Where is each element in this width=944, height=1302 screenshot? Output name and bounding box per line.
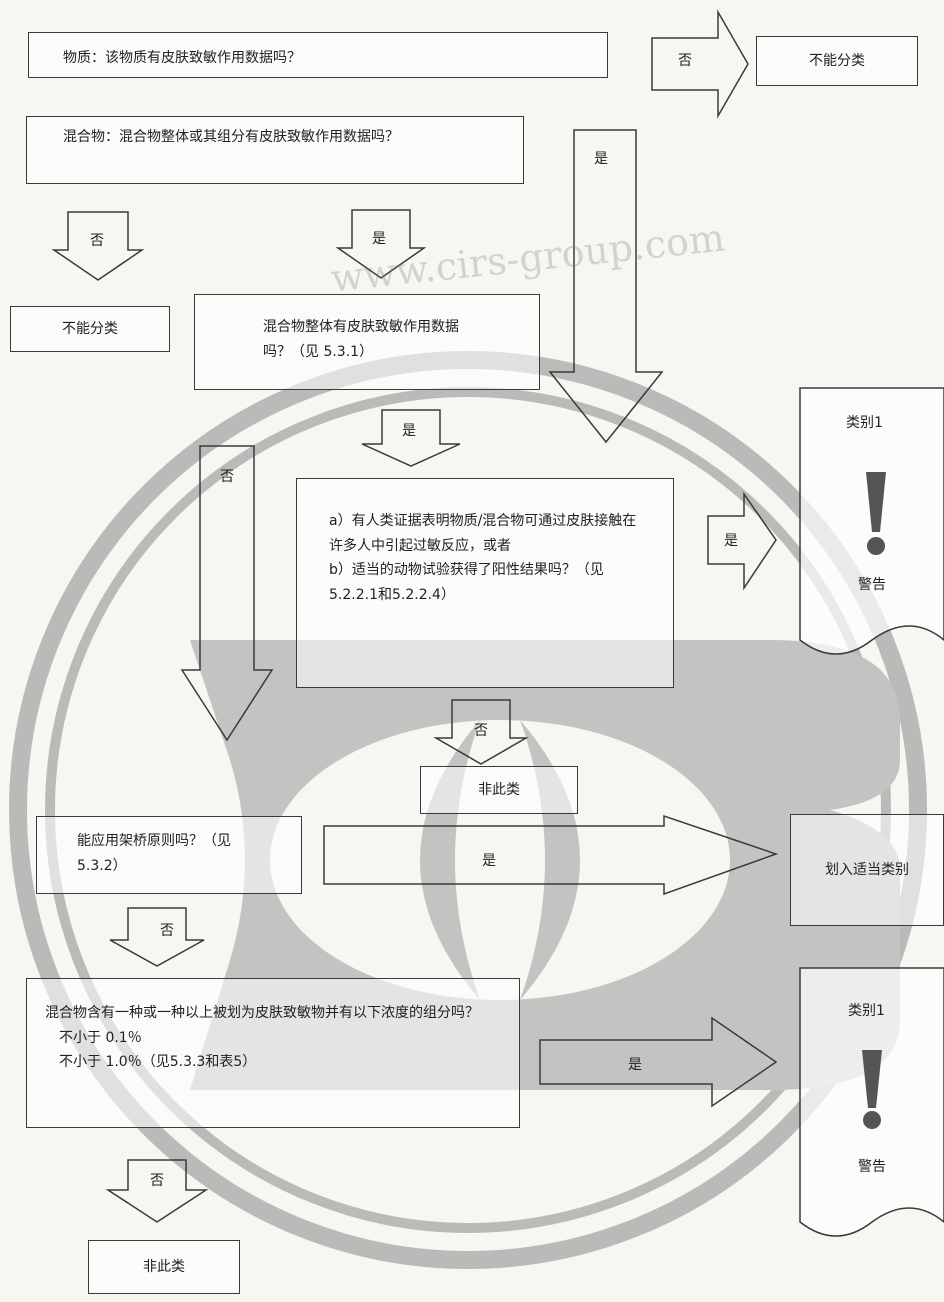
category1-top-title: 类别1	[846, 415, 883, 431]
label-yes-long: 是	[594, 151, 608, 167]
components-line1: 不小于 0.1％	[59, 1029, 142, 1046]
arrow-yes-whole	[361, 409, 461, 467]
arrow-no-evidence	[433, 699, 529, 765]
evidence-b: b）适当的动物试验获得了阳性结果吗？（见5.2.2.1和5.2.2.4）	[329, 562, 604, 603]
label-no-components: 否	[150, 1173, 164, 1189]
evidence-a: a）有人类证据表明物质/混合物可通过皮肤接触在许多人中引起过敏反应，或者	[329, 513, 637, 554]
label-no-substance: 否	[678, 53, 692, 69]
category1-bottom-signal: 警告	[858, 1159, 886, 1175]
outcome-cannot-classify-2: 不能分类	[10, 306, 170, 352]
arrow-yes-mixture	[335, 209, 427, 279]
arrow-yes-cat1-top	[707, 491, 777, 591]
outcome-cannot-classify-1: 不能分类	[756, 36, 918, 86]
label-no-whole: 否	[220, 469, 234, 485]
label-yes-cat1-top: 是	[724, 533, 738, 549]
exclamation-bottom-icon	[862, 1050, 882, 1129]
arrow-no-mixture	[51, 211, 145, 281]
label-yes-whole: 是	[402, 423, 416, 439]
outcome-not-class-2: 非此类	[88, 1240, 240, 1294]
outcome-assign-category: 划入适当类别	[790, 814, 944, 926]
label-yes-mixture: 是	[372, 231, 386, 247]
outcome-assign-category-label: 划入适当类别	[825, 861, 909, 878]
exclamation-top-icon	[866, 472, 886, 555]
label-yes-components: 是	[628, 1057, 642, 1073]
category1-top-signal: 警告	[858, 577, 886, 593]
outcome-not-class-1-label: 非此类	[478, 781, 520, 798]
outcome-cannot-classify-2-label: 不能分类	[62, 320, 118, 337]
question-components: 混合物含有一种或一种以上被划为皮肤致敏物并有以下浓度的组分吗？ 不小于 0.1％…	[26, 978, 520, 1128]
question-evidence: a）有人类证据表明物质/混合物可通过皮肤接触在许多人中引起过敏反应，或者 b）适…	[296, 478, 674, 688]
arrow-yes-bridging	[323, 814, 779, 896]
question-substance: 物质：该物质有皮肤致敏作用数据吗？	[28, 32, 608, 78]
arrow-yes-long	[548, 129, 664, 444]
components-title: 混合物含有一种或一种以上被划为皮肤致敏物并有以下浓度的组分吗？	[45, 1005, 479, 1021]
question-mixture-whole: 混合物整体有皮肤致敏作用数据吗？（见 5.3.1）	[194, 294, 540, 390]
question-mixture: 混合物：混合物整体或其组分有皮肤致敏作用数据吗？	[26, 116, 524, 184]
outcome-not-class-1: 非此类	[420, 766, 578, 814]
watermark-logo	[9, 351, 927, 1269]
components-line2: 不小于 1.0％（见5.3.3和表5）	[59, 1054, 257, 1070]
label-yes-bridging: 是	[482, 853, 496, 869]
outcome-cannot-classify-1-label: 不能分类	[809, 52, 865, 69]
arrow-no-bridging	[109, 907, 205, 967]
category1-bottom-title: 类别1	[848, 1003, 885, 1019]
label-no-evidence: 否	[474, 723, 488, 739]
label-no-mixture: 否	[90, 233, 104, 249]
arrow-no-cannot-classify-1	[651, 9, 749, 119]
question-bridging: 能应用架桥原则吗？（见 5.3.2）	[36, 816, 302, 894]
arrow-no-components	[105, 1159, 209, 1223]
arrow-yes-components	[539, 1016, 778, 1108]
arrow-no-whole	[180, 445, 274, 742]
outcome-not-class-2-label: 非此类	[143, 1258, 185, 1275]
label-no-bridging: 否	[160, 923, 174, 939]
